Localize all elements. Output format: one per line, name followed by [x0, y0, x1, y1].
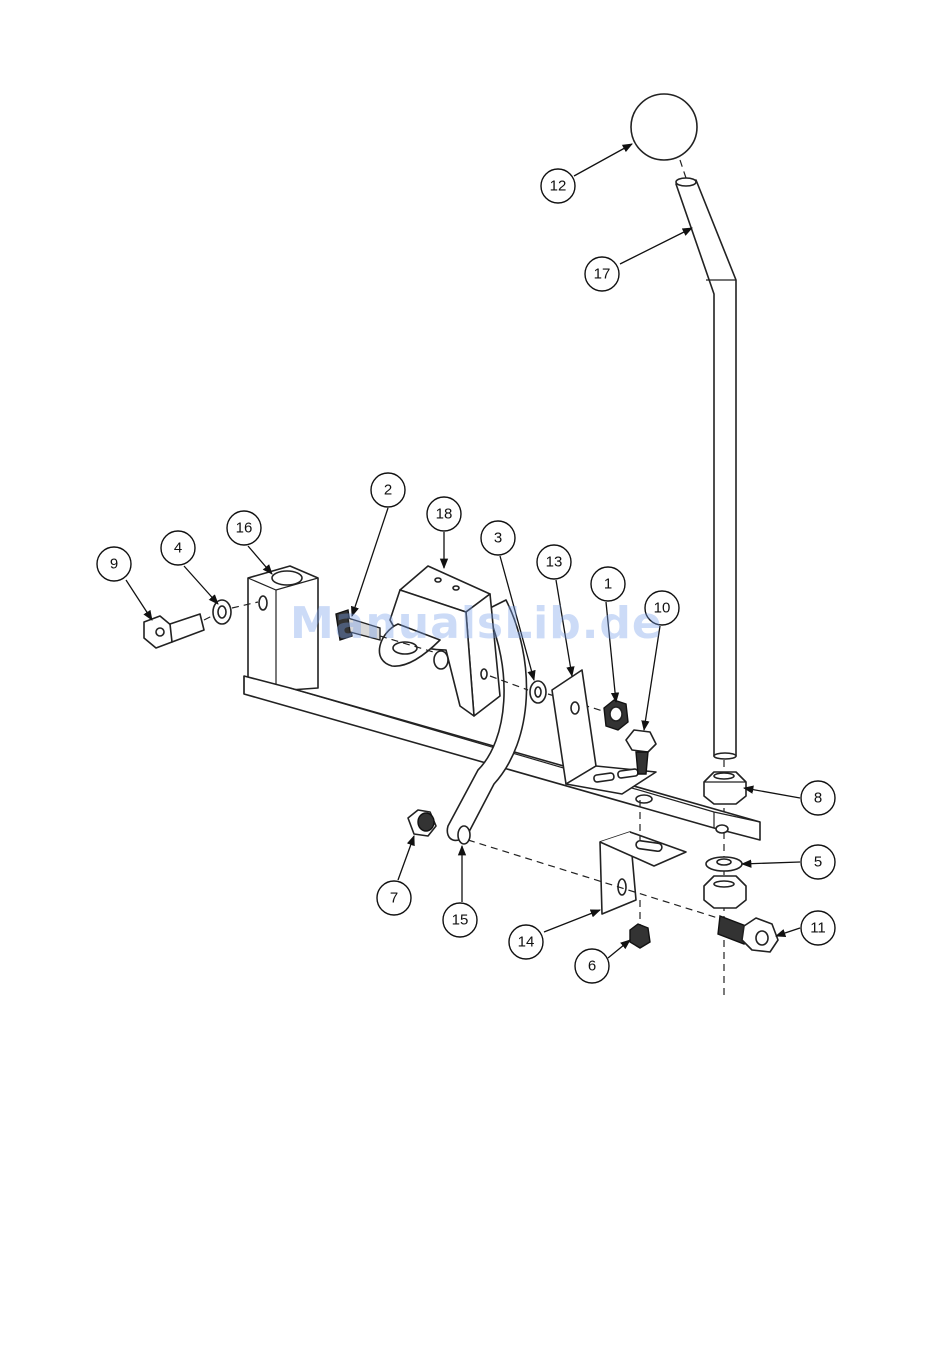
callout-16: 16: [227, 511, 261, 545]
lower-bracket-14: [600, 832, 686, 914]
callout-8: 8: [801, 781, 835, 815]
callout-5: 5: [801, 845, 835, 879]
leader-9: [126, 580, 152, 620]
svg-text:15: 15: [452, 912, 469, 929]
watermark-text: ManualsLib.de: [290, 598, 663, 649]
callout-12: 12: [541, 169, 575, 203]
svg-text:11: 11: [810, 920, 826, 937]
callout-9: 9: [97, 547, 131, 581]
leader-8: [744, 788, 800, 798]
washer-near-bracket: [434, 651, 448, 669]
leader-14: [544, 910, 600, 932]
leader-12: [574, 144, 632, 176]
leader-16: [248, 546, 272, 574]
svg-text:16: 16: [236, 520, 253, 537]
leader-7: [398, 836, 414, 880]
svg-text:3: 3: [494, 530, 502, 547]
knob-ball: [631, 94, 697, 160]
svg-text:12: 12: [550, 178, 567, 195]
leader-6: [608, 940, 630, 958]
svg-text:18: 18: [436, 506, 453, 523]
callout-7: 7: [377, 881, 411, 915]
washer-4: [213, 600, 231, 624]
callout-11: 11: [801, 911, 835, 945]
svg-text:17: 17: [594, 266, 611, 283]
nut-6: [630, 924, 650, 948]
callout-1: 1: [591, 567, 625, 601]
svg-text:4: 4: [174, 540, 182, 557]
callout-6: 6: [575, 949, 609, 983]
svg-text:6: 6: [588, 958, 596, 975]
callout-15: 15: [443, 903, 477, 937]
leader-5: [742, 862, 800, 864]
svg-text:7: 7: [390, 890, 398, 907]
callout-3: 3: [481, 521, 515, 555]
svg-text:2: 2: [384, 482, 392, 499]
callout-17: 17: [585, 257, 619, 291]
leader-4: [184, 566, 218, 604]
leader-11: [776, 928, 800, 936]
washer-3: [530, 681, 546, 703]
callout-18: 18: [427, 497, 461, 531]
nut-8: [704, 772, 746, 804]
svg-text:5: 5: [814, 854, 822, 871]
callout-13: 13: [537, 545, 571, 579]
nut-7: [408, 810, 436, 836]
svg-text:9: 9: [110, 556, 118, 573]
callout-4: 4: [161, 531, 195, 565]
svg-text:14: 14: [518, 934, 535, 951]
knob-axis-line: [680, 160, 686, 178]
callout-14: 14: [509, 925, 543, 959]
svg-text:8: 8: [814, 790, 822, 807]
hex-bolt-9: [144, 614, 204, 648]
flange-bolt-10: [626, 730, 656, 774]
svg-text:1: 1: [604, 576, 612, 593]
flange-bolt-11: [718, 916, 778, 952]
callout-2: 2: [371, 473, 405, 507]
svg-text:13: 13: [546, 554, 563, 571]
lower-nut: [704, 876, 746, 908]
washer-5: [706, 857, 742, 871]
nut-1: [604, 700, 628, 730]
leader-17: [620, 228, 692, 264]
shift-rod: [676, 178, 736, 759]
